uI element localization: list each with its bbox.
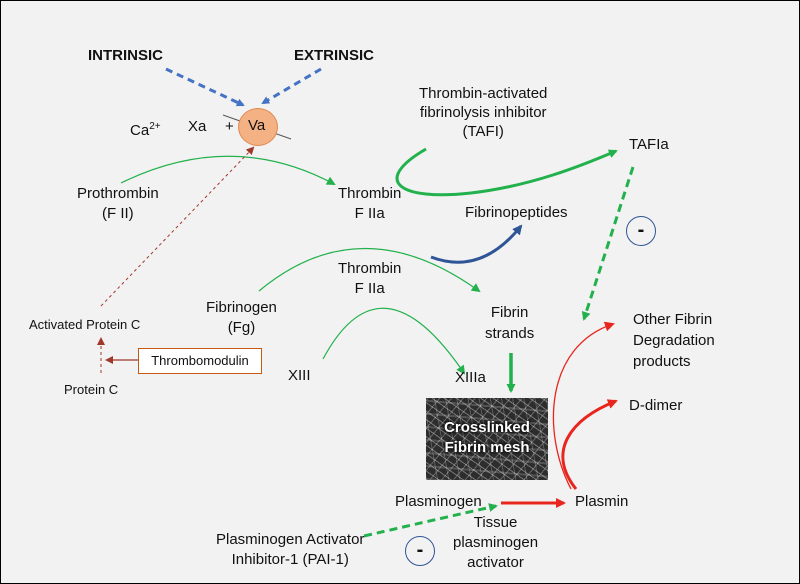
fibrinogen-label: Fibrinogen (Fg) xyxy=(206,299,277,336)
va-label: Va xyxy=(248,117,266,134)
apc-to-va-arrow xyxy=(100,146,255,307)
tpa-label: Tissue plasminogen activator xyxy=(453,514,539,571)
plasmin-to-fdp-arrow xyxy=(552,321,615,490)
xiii-label: XIII xyxy=(288,367,311,384)
plus-sign: + xyxy=(225,118,234,135)
prothrombin-label: Prothrombin (F II) xyxy=(77,185,159,222)
intrinsic-arrow xyxy=(165,67,245,107)
intrinsic-label: INTRINSIC xyxy=(88,47,163,64)
tafi-label: Thrombin-activated fibrinolysis inhibito… xyxy=(419,85,548,140)
other-fdp-label: Other Fibrin Degradation products xyxy=(633,311,715,370)
extrinsic-arrow xyxy=(261,67,322,105)
tafia-inhibition-arrow xyxy=(581,166,635,321)
va-circle xyxy=(238,108,278,146)
protein-c-label: Protein C xyxy=(64,382,119,397)
calcium-superscript: 2+ xyxy=(149,121,161,132)
plasminogen-label: Plasminogen xyxy=(395,493,482,510)
calcium-text: Ca xyxy=(130,122,150,139)
pai1-inhibition-arrow xyxy=(363,503,498,538)
pai1-label: Plasminogen Activator Inhibitor-1 (PAI-1… xyxy=(216,531,365,568)
extrinsic-label: EXTRINSIC xyxy=(294,47,375,64)
thrombin-label-2: Thrombin F IIa xyxy=(338,260,402,297)
tafia-label: TAFIa xyxy=(629,136,669,153)
xa-label: Xa xyxy=(188,118,207,135)
crosslinked-mesh-label: Crosslinked Fibrin mesh xyxy=(444,419,530,456)
plasmin-to-d-dimer-arrow xyxy=(561,399,618,490)
tafi-activation-arrow xyxy=(395,147,618,197)
fibrin-strands-label: Fibrin strands xyxy=(485,304,535,342)
xiiia-label: XIIIa xyxy=(455,369,486,386)
activated-protein-c-label: Activated Protein C xyxy=(29,317,141,332)
fibrinogen-to-fibrin-arrow xyxy=(258,248,481,293)
d-dimer-label: D-dimer xyxy=(629,397,683,414)
fibrinopeptides-label: Fibrinopeptides xyxy=(465,204,568,221)
pai1-inhibition-minus: - xyxy=(405,536,435,566)
xiii-to-xiiia-arrow xyxy=(322,307,466,375)
thrombomodulin-box: Thrombomodulin xyxy=(138,348,262,374)
prothrombin-to-thrombin-arrow xyxy=(120,155,336,185)
calcium-label: Ca2+ xyxy=(130,118,161,140)
fibrinopeptides-arrow xyxy=(430,224,523,264)
thrombin-label-1: Thrombin F IIa xyxy=(338,185,402,222)
fibrin-mesh-image: Crosslinked Fibrin mesh xyxy=(426,398,548,480)
plasmin-label: Plasmin xyxy=(575,493,629,510)
tafia-inhibition-minus: - xyxy=(626,216,656,246)
